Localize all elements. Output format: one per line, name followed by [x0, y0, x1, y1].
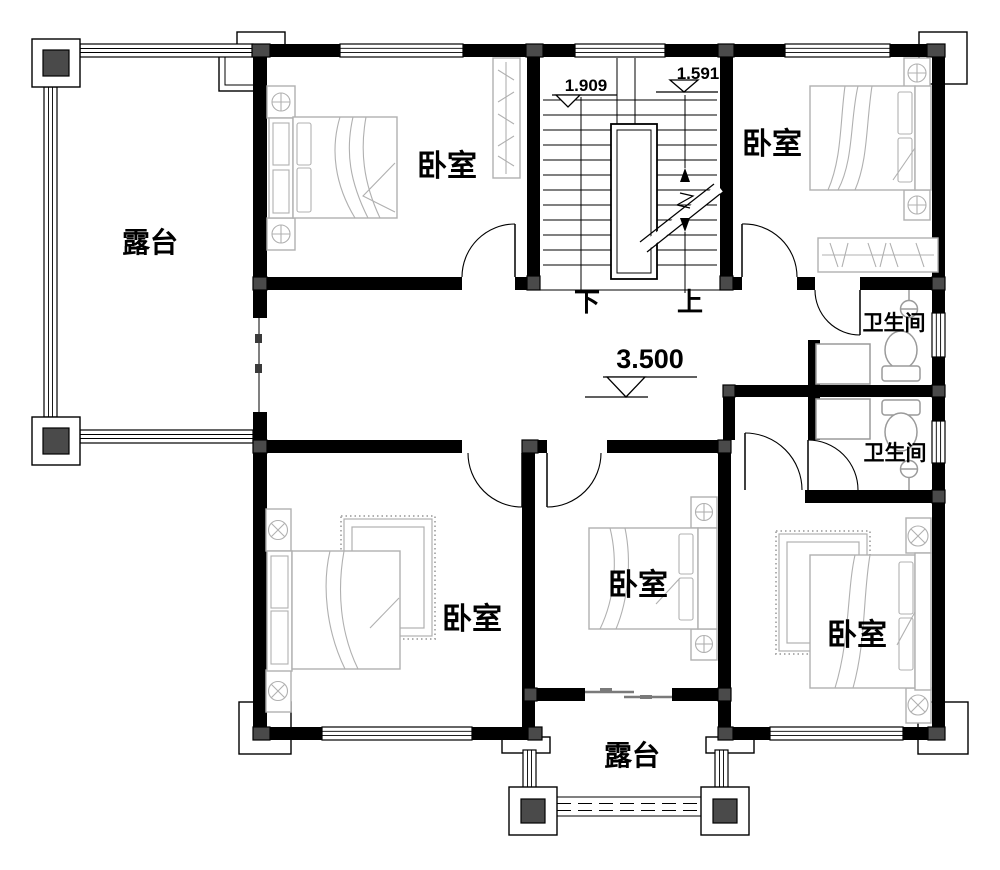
vanity-sink [815, 343, 871, 385]
door-bedroom-top-left [461, 223, 516, 278]
stair-down-label: 下 [574, 287, 600, 317]
stair-arrow-up [680, 168, 690, 182]
pillow [678, 577, 694, 621]
terrace-bottom-railing-right [714, 749, 729, 789]
door-bedroom-bottom-middle [546, 452, 602, 508]
wardrobe [492, 57, 521, 179]
toilet-tank [881, 365, 921, 382]
corner-ornament-top-left-inner [224, 56, 257, 86]
room-label: 卧室 [442, 602, 502, 636]
room-label: 卫生间 [863, 311, 926, 335]
toilet [884, 330, 918, 370]
door-bedroom-bottom-right [744, 432, 803, 491]
window [339, 43, 464, 58]
stair-break-line [639, 183, 715, 243]
lamp-icon [907, 525, 929, 547]
stair-newel [610, 123, 658, 280]
room-label: 卧室 [417, 149, 477, 183]
bathroom-upper: 卫生间 [815, 290, 926, 385]
pillow [296, 167, 312, 213]
lamp-icon [267, 519, 289, 541]
window [931, 312, 946, 358]
bed-headboard [697, 527, 718, 630]
lamp-icon [694, 634, 714, 654]
room-label: 卫生间 [864, 441, 927, 465]
window [574, 43, 666, 58]
pillow [270, 555, 289, 609]
structural-columns [251, 43, 946, 741]
room-label: 卧室 [827, 618, 887, 652]
terrace-left-railing-side [43, 86, 58, 418]
stair-up-label: 上 [677, 287, 703, 317]
window [931, 420, 946, 464]
window [321, 726, 473, 741]
terrace-bottom-label: 露台 [604, 739, 660, 771]
room-label: 卧室 [608, 568, 668, 602]
door-bathroom-lower [807, 439, 859, 491]
pillow [898, 561, 914, 615]
staircase: 下 上 [540, 58, 723, 317]
pillow [296, 122, 312, 166]
blanket-fold [655, 577, 681, 605]
wardrobe [817, 237, 939, 273]
svg-text:3.500: 3.500 [616, 344, 684, 374]
bedroom-bottom-middle: 卧室 [588, 496, 718, 661]
sliding-door-terrace-left [255, 318, 262, 412]
sliding-door-terrace-bottom [585, 688, 672, 699]
toilet [884, 412, 918, 452]
blanket-fold [896, 611, 916, 646]
elevation-marker-floor: 3.500 [585, 344, 697, 398]
bedroom-bottom-left: 卧室 [265, 508, 502, 713]
pillow [897, 91, 913, 135]
bathroom-lower: 卫生间 [815, 398, 927, 490]
stair-arrow-down [680, 218, 690, 232]
lamp-icon [267, 680, 289, 702]
bed [292, 116, 398, 219]
bed [291, 550, 401, 670]
bed-headboard [914, 85, 932, 191]
window [769, 726, 904, 741]
vanity-sink [815, 398, 871, 440]
blanket-fold [369, 597, 400, 629]
blanket-fold [892, 147, 916, 181]
pillow [897, 137, 913, 183]
window [784, 43, 891, 58]
terrace-left: 露台 [31, 38, 254, 466]
elevation-marker-stair-right: 1.591 [656, 64, 720, 93]
terrace-left-railing-top [79, 43, 254, 58]
terrace-bottom-railing-left [522, 749, 537, 789]
nightstand [265, 669, 292, 713]
bedroom-bottom-right: 卧室 [775, 517, 932, 724]
blanket-fold [362, 162, 396, 213]
pillow [678, 533, 694, 575]
door-bedroom-bottom-left [467, 452, 523, 508]
lamp-icon [907, 694, 929, 716]
bedroom-top-left: 卧室 [266, 57, 521, 251]
terrace-left-railing-bottom [79, 429, 254, 444]
elevation-markers: 1.909 1.591 3.500 [552, 64, 720, 398]
bed-headboard [914, 552, 932, 691]
svg-text:1.591: 1.591 [677, 64, 720, 83]
pilaster-cap-top-left [236, 31, 286, 46]
windows [321, 43, 946, 741]
door-bathroom-upper [814, 289, 861, 336]
elevation-marker-stair-left: 1.909 [552, 76, 617, 108]
doors [255, 223, 861, 699]
door-bedroom-top-right [741, 223, 798, 278]
bedroom-top-right: 卧室 [742, 57, 939, 273]
terrace-bottom: 露台 [501, 736, 755, 836]
pillow [898, 617, 914, 671]
terrace-left-label: 露台 [122, 226, 178, 258]
lamp-icon [694, 502, 714, 522]
svg-text:1.909: 1.909 [565, 76, 608, 95]
pillow [270, 610, 289, 665]
room-label: 卧室 [742, 127, 802, 161]
